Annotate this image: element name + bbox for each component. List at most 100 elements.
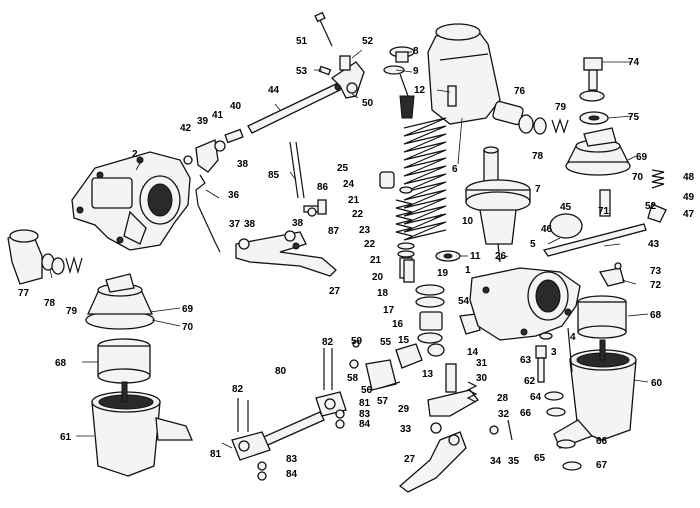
callout-70b: 70 [182,322,194,333]
throttle-shaft-44 [247,83,342,134]
callout-23: 23 [359,225,371,236]
callout-10: 10 [462,216,474,227]
rod-85 [289,141,299,199]
callout-27a: 27 [329,286,341,297]
float-chamber-lid-69-left [85,273,155,330]
carburettor-body-left [71,151,191,251]
callout-19: 19 [437,268,449,279]
callout-58: 58 [347,373,359,384]
callout-11: 11 [470,251,481,262]
pin-53 [318,65,332,76]
spring-49 [651,169,665,189]
callout-65: 65 [534,453,546,464]
callout-84a: 84 [286,469,298,480]
callout-5: 5 [530,239,536,250]
callout-38a: 38 [244,219,256,230]
banjo-fitting-76 [492,100,569,135]
callout-62: 62 [524,376,536,387]
callout-3: 3 [551,347,557,358]
callout-40: 40 [230,101,242,112]
screw-40 [224,128,244,144]
callout-4: 4 [570,332,576,343]
callout-57: 57 [377,396,389,407]
callout-6: 6 [452,164,458,175]
jet-nuts-15-18 [415,284,445,357]
callout-54: 54 [458,296,470,307]
bolt-74 [583,57,603,71]
callout-83b: 83 [359,409,371,420]
callout-72: 72 [650,280,662,291]
callout-49: 49 [683,192,695,203]
callout-81a: 81 [210,449,222,460]
callout-31: 31 [476,358,488,369]
float-68-left [97,338,151,384]
callout-29: 29 [398,404,410,415]
screw-51 [319,19,333,47]
callout-76: 76 [514,86,526,97]
callout-18: 18 [377,288,389,299]
callout-67: 67 [596,460,608,471]
callout-87: 87 [328,226,340,237]
screws-86-87 [303,199,327,217]
callout-79b: 79 [66,306,78,317]
callout-16: 16 [392,319,404,330]
callout-26: 26 [495,251,507,262]
callout-51: 51 [296,36,308,47]
link-rod-80 [231,391,347,461]
callout-69b: 69 [182,304,194,315]
callout-9: 9 [413,66,419,77]
callout-77: 77 [18,288,30,299]
callout-70a: 70 [632,172,644,183]
leader-lines [49,49,649,449]
callout-24: 24 [343,179,355,190]
callout-21b: 21 [370,255,382,266]
callout-22b: 22 [364,239,376,250]
jet-19 [403,259,415,283]
lever-bracket-39 [195,139,219,173]
callout-86: 86 [317,182,329,193]
callout-78b: 78 [44,298,56,309]
float-68-right [577,295,627,339]
callout-63: 63 [520,355,532,366]
callout-42: 42 [180,123,192,134]
callout-52b: 52 [645,201,657,212]
piston-7 [465,146,531,263]
callout-36: 36 [228,190,240,201]
callout-66b: 66 [596,436,608,447]
callout-82a: 82 [232,384,244,395]
callout-12: 12 [414,85,426,96]
callout-50: 50 [362,98,374,109]
jet-lever-50 [330,61,365,99]
callout-43: 43 [648,239,660,250]
callout-34: 34 [490,456,502,467]
piston-spring-10 [403,117,447,241]
suction-chamber-6 [427,23,501,125]
callout-17: 17 [383,305,395,316]
callout-41: 41 [212,110,224,121]
callout-80: 80 [275,366,287,377]
callout-60: 60 [651,378,663,389]
callout-59: 59 [351,336,363,347]
callout-64: 64 [530,392,542,403]
callout-75: 75 [628,112,640,123]
bolts-82 [237,348,333,432]
float-chamber-60 [553,339,637,449]
carburettor-body-right [469,267,581,341]
needle-valve-62-63 [535,332,553,383]
callout-labels: 1 2 3 4 5 6 7 8 9 10 11 12 13 14 15 16 1… [18,36,695,480]
callout-69a: 69 [636,152,648,163]
choke-lever-28-35 [427,363,513,441]
callout-83a: 83 [286,454,298,465]
damper-8-9 [383,46,415,119]
callout-22a: 22 [352,209,364,220]
callout-85: 85 [268,170,280,181]
callout-25: 25 [337,163,349,174]
callout-14: 14 [467,347,479,358]
callout-15: 15 [398,335,410,346]
callout-30: 30 [476,373,488,384]
callout-46: 46 [541,224,553,235]
callout-37: 37 [229,219,241,230]
callout-53: 53 [296,66,308,77]
